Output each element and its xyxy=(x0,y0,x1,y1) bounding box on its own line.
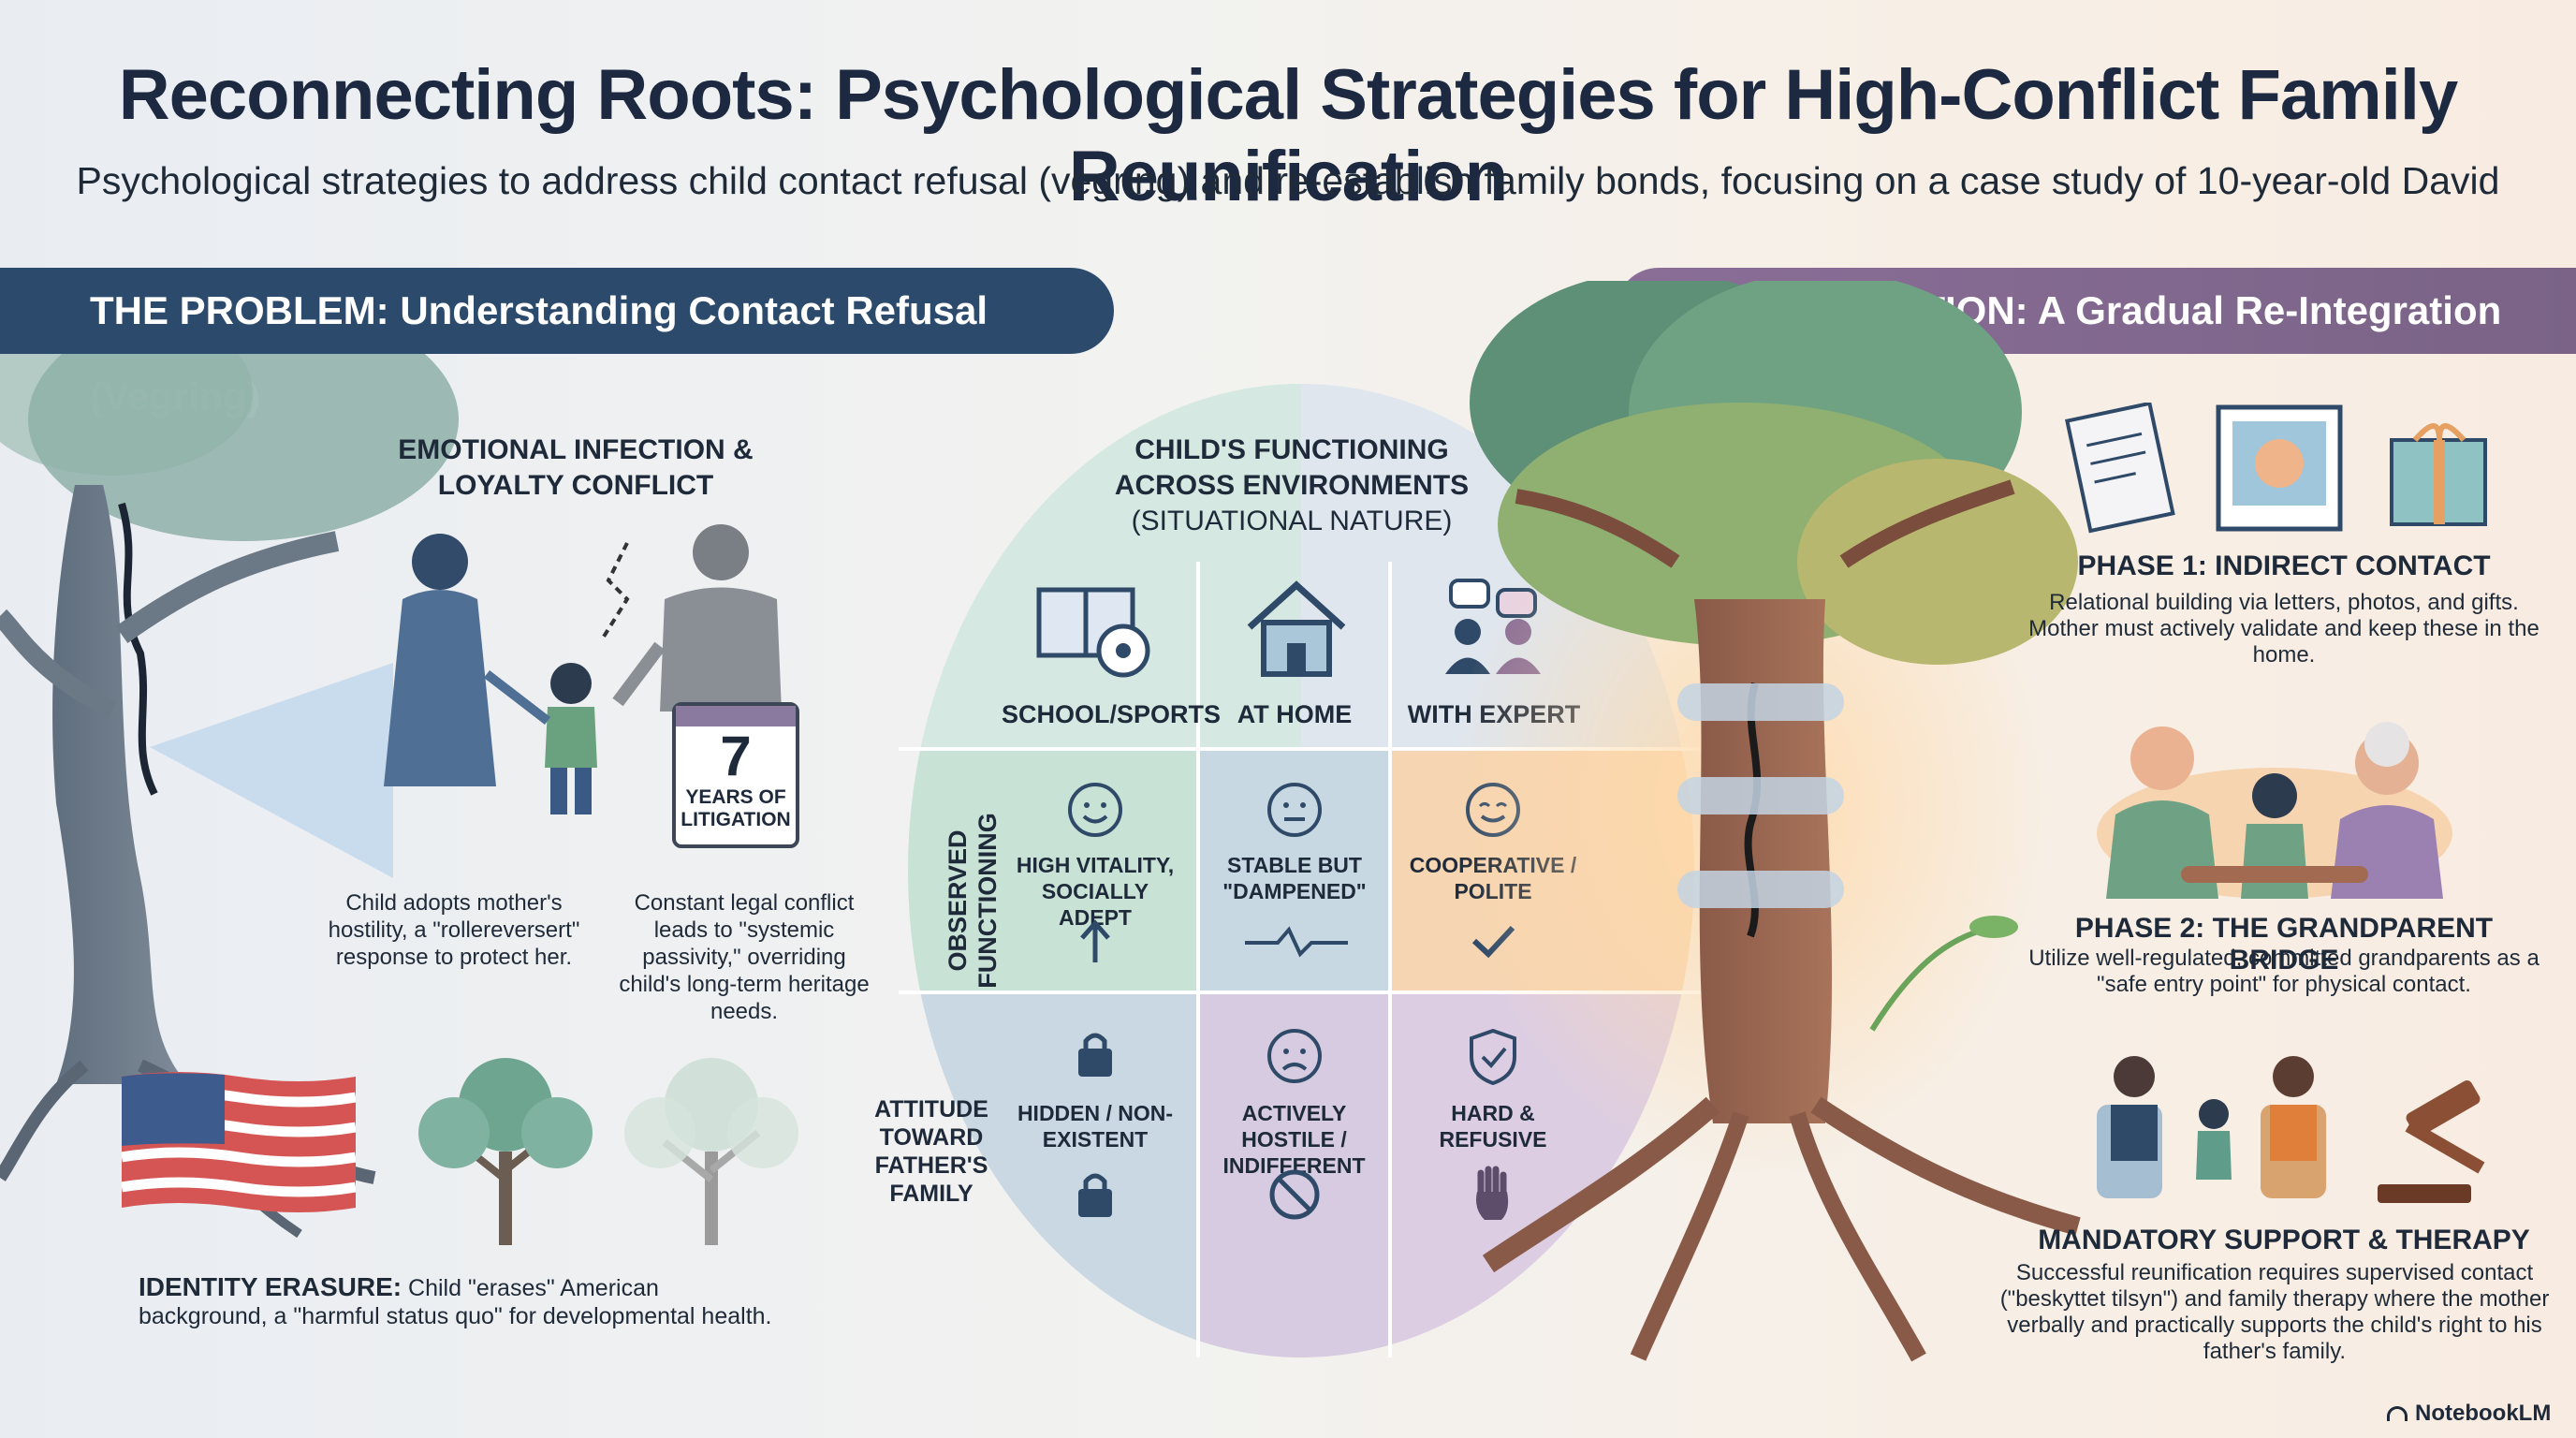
prohibited-icon xyxy=(1264,1164,1325,1225)
emotional-infection-heading: EMOTIONAL INFECTION & LOYALTY CONFLICT xyxy=(398,434,754,501)
calendar-label: YEARS OF LITIGATION xyxy=(681,786,791,830)
problem-banner: THE PROBLEM: Understanding Contact Refus… xyxy=(0,268,1114,418)
book-ball-icon xyxy=(1030,576,1161,679)
matrix-subheading: (SITUATIONAL NATURE) xyxy=(1131,506,1453,536)
page-title: Reconnecting Roots: Psychological Strate… xyxy=(118,55,2458,216)
sad-face-icon xyxy=(1264,1025,1325,1087)
observed-home: STABLE BUT "DAMPENED" xyxy=(1222,853,1367,903)
identity-erasure-description: Child "erases" American background, a "h… xyxy=(139,1275,772,1329)
therapy-session-illustration xyxy=(2097,1056,2485,1203)
caption-litigation: Constant legal conflict leads to "system… xyxy=(619,890,870,1024)
notebooklm-logo-icon xyxy=(2387,1406,2408,1421)
attitude-expert: HARD & REFUSIVE xyxy=(1439,1101,1547,1152)
family-conflict-illustration xyxy=(384,524,782,814)
letters-photo-gift-icons xyxy=(2065,403,2487,534)
matrix-heading: CHILD'S FUNCTIONING ACROSS ENVIRONMENTS xyxy=(1114,434,1470,501)
healing-tree-illustration xyxy=(1451,281,2081,1362)
page-subtitle: Psychological strategies to address chil… xyxy=(76,159,2500,202)
observed-school: HIGH VITALITY, SOCIALLY ADEPT xyxy=(1016,853,1175,930)
column-at-home: AT HOME xyxy=(1237,700,1353,728)
grandparents-illustration xyxy=(2097,722,2452,899)
phase1-text: Relational building via letters, photos,… xyxy=(2028,590,2539,668)
phase2-text: Utilize well-regulated, committed grandp… xyxy=(2028,946,2539,997)
american-flag-icon xyxy=(122,1072,356,1212)
attitude-home: ACTIVELY HOSTILE / INDIFFERENT xyxy=(1222,1101,1366,1178)
fading-tree-icon xyxy=(624,1058,798,1245)
identity-erasure-text: IDENTITY ERASURE: Child "erases" America… xyxy=(139,1273,794,1330)
arrow-up-icon xyxy=(1067,913,1123,969)
row-label-attitude: ATTITUDE TOWARD FATHER'S FAMILY xyxy=(874,1096,988,1207)
lock-icon-2 xyxy=(1067,1166,1123,1222)
phase3-text: Successful reunification requires superv… xyxy=(1999,1260,2550,1364)
happy-face-icon xyxy=(1062,777,1128,843)
column-school-sports: SCHOOL/SPORTS xyxy=(1002,700,1222,728)
caption-child-hostility: Child adopts mother's hostility, a "roll… xyxy=(328,890,580,970)
notebooklm-brand: NotebookLM xyxy=(2387,1401,2565,1427)
row-label-observed: OBSERVED FUNCTIONING xyxy=(944,813,1002,989)
house-icon xyxy=(1236,576,1357,679)
attitude-school: HIDDEN / NON-EXISTENT xyxy=(1017,1101,1174,1152)
phase1-title: PHASE 1: INDIRECT CONTACT xyxy=(2077,550,2491,581)
calendar-number: 7 xyxy=(720,725,752,787)
calendar-icon: 7 YEARS OF LITIGATION xyxy=(672,702,799,848)
flat-pulse-icon xyxy=(1240,913,1353,969)
shield-check-icon xyxy=(1462,1025,1524,1087)
identity-erasure-label: IDENTITY ERASURE: xyxy=(139,1272,402,1301)
stop-hand-icon xyxy=(1465,1161,1521,1226)
healthy-tree-icon xyxy=(418,1058,593,1245)
brand-label: NotebookLM xyxy=(2415,1401,2552,1426)
lock-icon xyxy=(1067,1025,1123,1081)
phase3-title: MANDATORY SUPPORT & THERAPY xyxy=(2038,1225,2530,1255)
phase2-title: PHASE 2: THE GRANDPARENT BRIDGE xyxy=(2074,913,2494,976)
neutral-face-icon xyxy=(1262,777,1327,843)
